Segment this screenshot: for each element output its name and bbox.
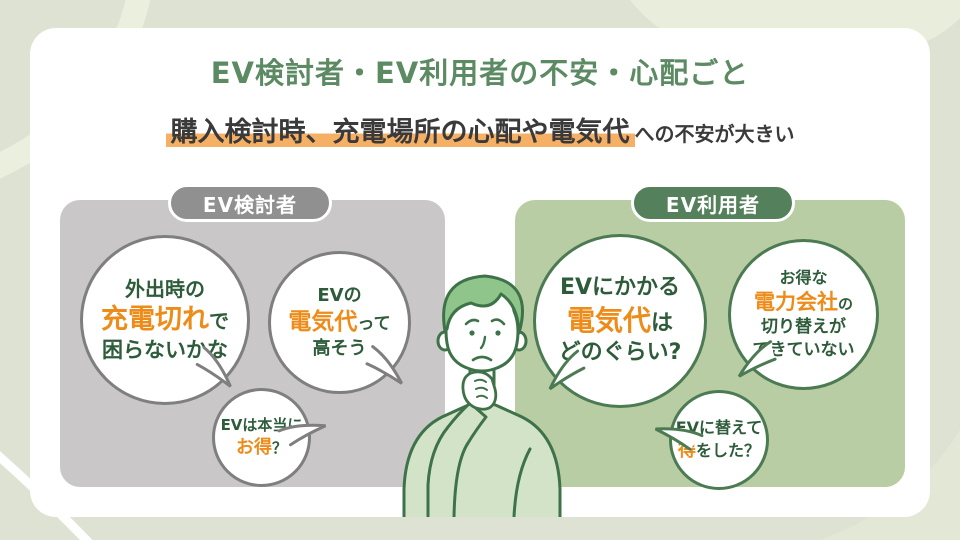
ev-considerer-badge-label: EV検討者 [202, 192, 298, 217]
bubble-emphasis: 電気代 [288, 308, 358, 335]
bubble-text: は [651, 310, 674, 336]
page-title: EV検討者・EV利用者の不安・心配ごと [210, 56, 750, 90]
ev-user-badge-label: EV利用者 [665, 192, 761, 217]
person-hand [461, 370, 498, 411]
bubble-electricity-cost-worry: EVの 電気代って 高そう [268, 251, 411, 394]
person-hair [442, 274, 524, 335]
bubble-text: お得な [779, 268, 828, 288]
person-eye-left [469, 330, 475, 336]
bubble-text: の [837, 295, 853, 314]
subtitle-highlighted-text: 購入検討時、充電場所の心配や電気代 [165, 117, 635, 148]
bubble-text: をした？ [695, 440, 760, 460]
bubble-text: EVにかかる [559, 275, 681, 301]
bubble-tail [654, 427, 704, 451]
bubble-text: 外出時の [125, 276, 205, 301]
person-finger-line [476, 394, 488, 399]
bubble-tail [277, 423, 327, 447]
subtitle-rest-text: への不安が大きい [634, 122, 795, 146]
bubble-text: って [357, 313, 391, 334]
ev-considerer-badge: EV検討者 [168, 184, 332, 222]
person-finger-line [474, 378, 487, 383]
bubble-text: できていない [752, 339, 855, 360]
bubble-tail [737, 340, 777, 378]
person-eyebrow-left [464, 318, 480, 326]
bubble-emphasis: 電気代 [566, 303, 651, 337]
bubble-tail [365, 345, 404, 385]
bubble-emphasis: 充電切れ [101, 303, 209, 335]
bubble-text: ？ [271, 438, 287, 457]
bubble-text: EVの [317, 285, 362, 307]
bubble-saved-by-switching: EVに替えて 得をした？ [654, 390, 769, 490]
person-arm-crease [512, 447, 532, 517]
person-finger-line [475, 386, 488, 391]
bubble-emphasis: お得 [235, 436, 272, 458]
bubble-charge-depletion: 外出時の 充電切れで 困らないかな [80, 235, 250, 405]
bubble-text: 高そう [312, 338, 367, 360]
bubble-text: EVに替えて [675, 417, 763, 437]
person-mouth [471, 355, 493, 362]
subtitle: 購入検討時、充電場所の心配や電気代への不安が大きい [0, 110, 960, 149]
bubble-tail [548, 349, 586, 391]
bubble-how-much-electricity: EVにかかる 電気代は どのぐらい? [533, 234, 707, 408]
bubble-really-a-deal: EVは本当に お得？ [212, 388, 327, 487]
bubble-tail [195, 346, 232, 388]
person-nose [479, 335, 487, 350]
bubble-power-company-switch: お得な 電力会社の 切り替えが できていない [728, 239, 879, 390]
bubble-emphasis: 電力会社 [753, 290, 838, 315]
person-raised-arm [426, 401, 488, 517]
bubble-text: 切り替えが [761, 317, 846, 338]
person-eyebrow-right [490, 318, 506, 326]
thinking-person-illustration [402, 274, 562, 517]
person-eye-right [495, 330, 501, 336]
leaf-shape-bottom-right [820, 430, 960, 540]
ev-user-badge: EV利用者 [631, 184, 795, 222]
bubble-text: で [209, 308, 229, 333]
